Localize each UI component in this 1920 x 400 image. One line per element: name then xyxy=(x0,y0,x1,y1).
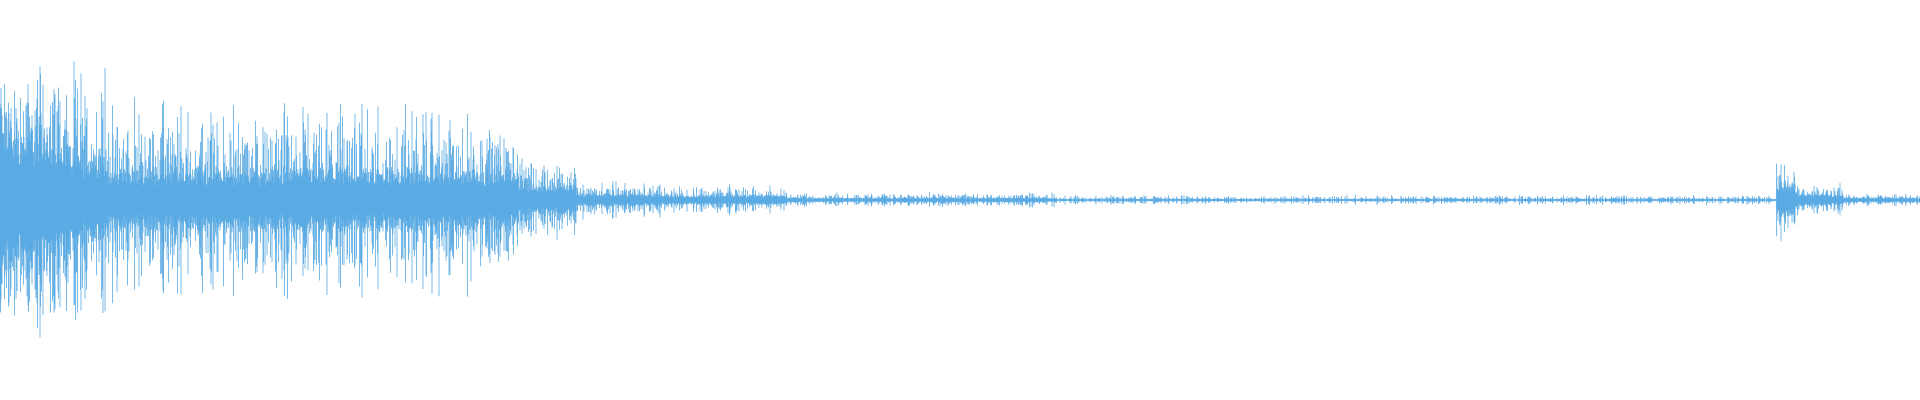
waveform-trace xyxy=(0,61,1920,338)
waveform-path xyxy=(0,61,1920,338)
